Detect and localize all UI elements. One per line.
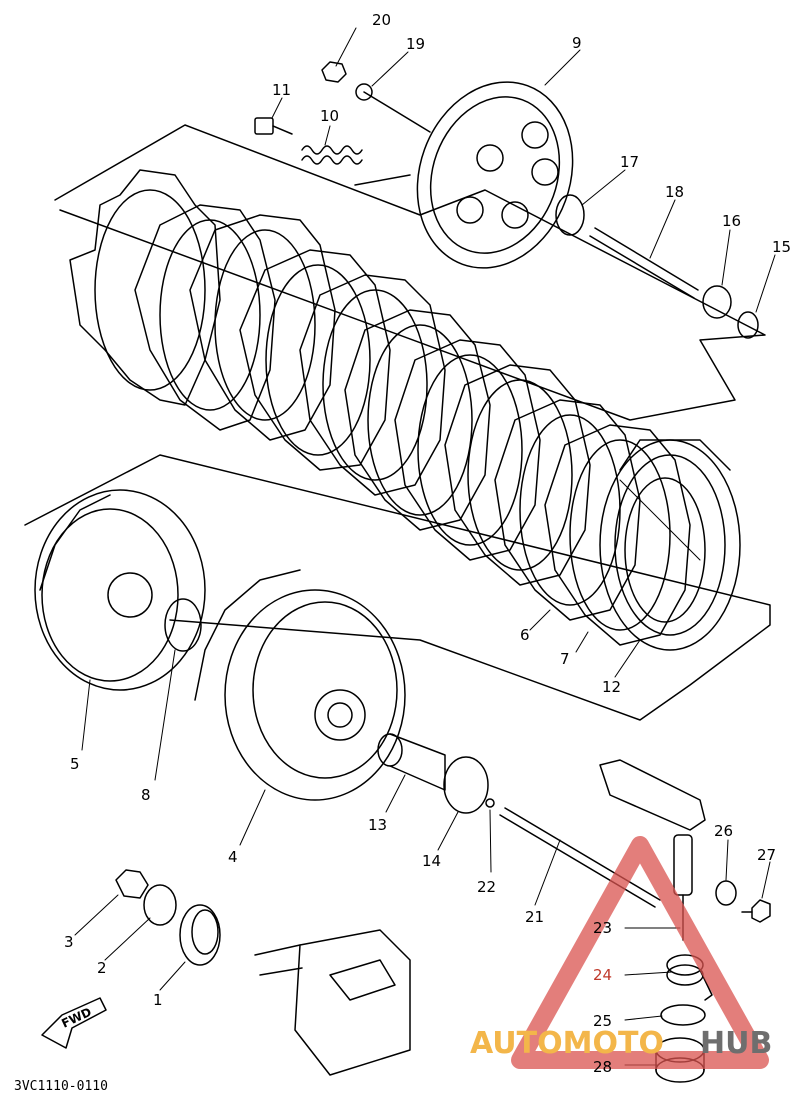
callout-4: 4 (228, 848, 238, 866)
fwd-arrow-icon (41, 997, 107, 1049)
push-rod-18 (589, 227, 699, 299)
nut-16 (702, 285, 732, 319)
callout-20: 20 (372, 11, 391, 29)
callout-23: 23 (593, 919, 612, 937)
sleeve-13 (377, 733, 446, 791)
callout-24: 24 (593, 966, 612, 984)
washer-26 (715, 880, 737, 906)
callout-10: 10 (320, 107, 339, 125)
basket-outline (24, 454, 771, 721)
callout-9: 9 (572, 34, 582, 52)
callout-22: 22 (477, 878, 496, 896)
callout-21: 21 (525, 908, 544, 926)
bolt-11 (254, 117, 293, 135)
push-rod-21 (499, 807, 661, 908)
callout-13: 13 (368, 816, 387, 834)
watermark-part1: AUTOMOTO (470, 1026, 664, 1061)
callout-15: 15 (772, 238, 791, 256)
callout-26: 26 (714, 822, 733, 840)
callout-27: 27 (757, 846, 776, 864)
bearing-17 (555, 194, 585, 236)
callout-11: 11 (272, 81, 291, 99)
callout-6: 6 (520, 626, 530, 644)
clutch-boss-ring (599, 439, 741, 651)
callout-25: 25 (593, 1012, 612, 1030)
clutch-plates (69, 169, 691, 646)
document-code: 3VC1110-0110 (14, 1079, 108, 1094)
callout-3: 3 (64, 933, 74, 951)
callout-17: 17 (620, 153, 639, 171)
pressure-plate (416, 81, 574, 269)
washer-19 (355, 83, 373, 101)
drive-gear-1 (179, 904, 221, 966)
watermark-part2: HUB (700, 1026, 772, 1061)
callout-28: 28 (593, 1058, 612, 1076)
plate-stack-outline (54, 124, 766, 421)
washer-25 (660, 1004, 706, 1026)
washer-8 (164, 598, 202, 652)
callout-8: 8 (141, 786, 151, 804)
callout-labels: 3 2 1 4 5 6 7 8 9 10 11 12 13 14 15 16 1… (64, 11, 791, 1076)
washer-2 (143, 884, 177, 926)
warning-triangle-icon (511, 836, 769, 1069)
callout-16: 16 (722, 212, 741, 230)
crankshaft (254, 929, 411, 1076)
callout-14: 14 (422, 852, 441, 870)
clutch-spring (301, 145, 411, 186)
callout-19: 19 (406, 35, 425, 53)
watermark: AUTOMOTO HUB (470, 836, 772, 1069)
bolt-27 (741, 899, 771, 923)
clutch-housing-4 (194, 569, 406, 801)
callout-18: 18 (665, 183, 684, 201)
callout-7: 7 (560, 650, 570, 668)
callout-12: 12 (602, 678, 621, 696)
callout-2: 2 (97, 959, 107, 977)
nut-20 (321, 61, 347, 83)
leader-lines (74, 27, 776, 1066)
nut-3 (115, 869, 149, 899)
callout-5: 5 (70, 755, 80, 773)
washer-14 (443, 756, 489, 814)
callout-1: 1 (153, 991, 163, 1009)
washer-15 (737, 311, 759, 339)
ball-22 (485, 798, 495, 808)
driven-gear-5 (34, 489, 206, 691)
